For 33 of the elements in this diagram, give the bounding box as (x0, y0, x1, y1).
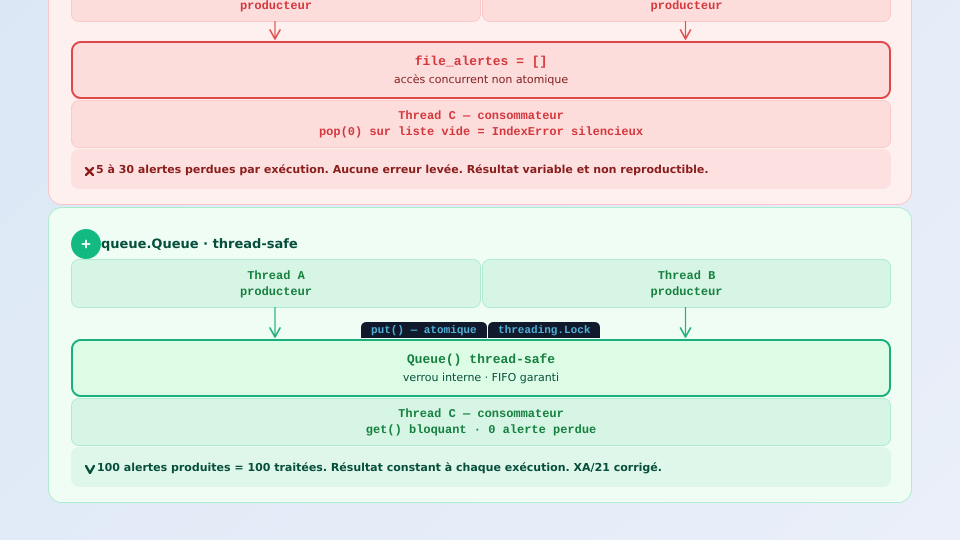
box-text: producteur (650, 0, 722, 14)
queue-caption: verrou interne · FIFO garanti (402, 370, 560, 385)
arrow (680, 307, 692, 338)
arrow (269, 307, 281, 338)
queue-box (71, 339, 891, 397)
box-text: producteur (240, 284, 312, 300)
box-text: producteur (240, 0, 312, 14)
queue-title: file_alertes = [] (414, 53, 548, 70)
queue-title: Queue() thread-safe (406, 351, 556, 368)
thread-box (482, 259, 891, 308)
box-text: Thread C — consommateur (398, 108, 564, 124)
arrow (269, 21, 281, 40)
code-tag: threading.Lock (488, 322, 600, 338)
thread-box (71, 100, 891, 148)
note-banner (71, 447, 891, 487)
note-text: 5 à 30 alertes perdues par exécution. Aucune erreur levée. Résultat variable et non reproductible. (96, 162, 709, 176)
section-panel (48, 0, 912, 205)
box-text: get() bloquant · 0 alerte perdue (366, 422, 596, 438)
thread-box (71, 259, 481, 308)
queue-box (71, 41, 891, 99)
note-banner (71, 149, 891, 189)
box-text: Thread A (247, 268, 305, 284)
section-panel (48, 207, 912, 503)
note-text: 100 alertes produites = 100 traitées. Résultat constant à chaque exécution. XA/21 corrigé. (97, 460, 662, 474)
box-text: Thread C — consommateur (398, 406, 564, 422)
panel-heading: queue.Queue · thread-safe (101, 236, 298, 252)
box-text: pop(0) sur liste vide = IndexError silencieux (318, 124, 644, 140)
box-text: Thread B (658, 268, 716, 284)
box-text: producteur (650, 284, 722, 300)
code-tag: put() — atomique (361, 322, 487, 338)
queue-caption: accès concurrent non atomique (394, 72, 568, 87)
thread-box (71, 398, 891, 446)
arrow (680, 21, 692, 40)
